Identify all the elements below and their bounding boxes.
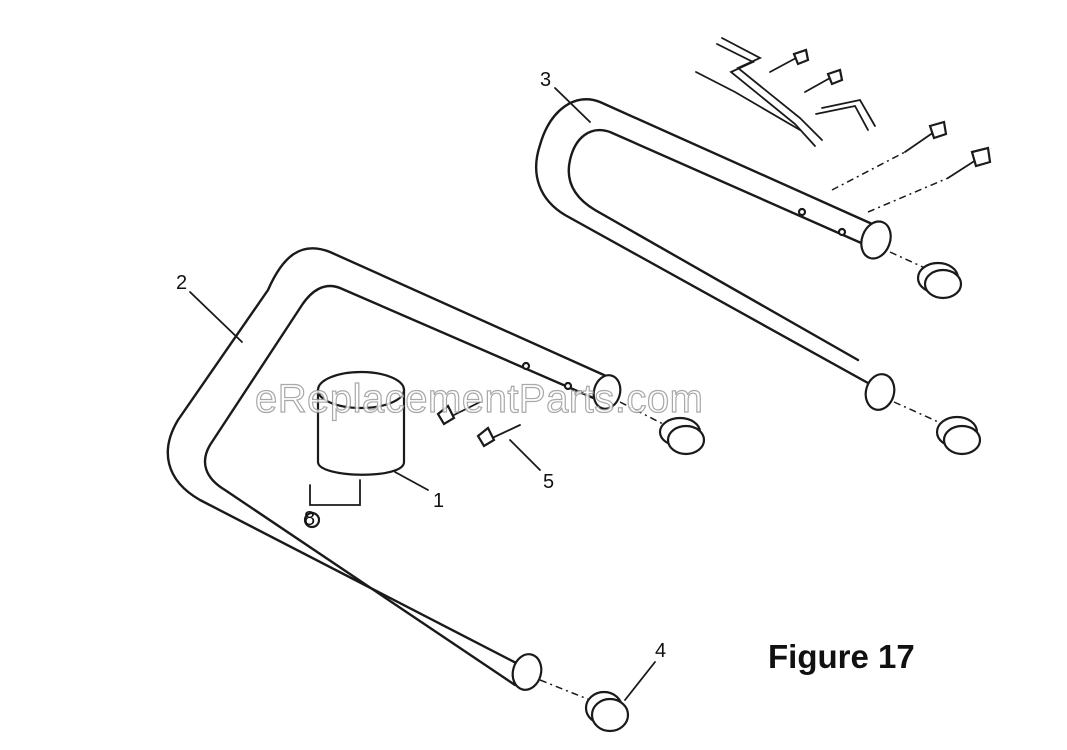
handle-part-3 (535, 98, 896, 411)
cup-holder-part-1 (303, 370, 406, 529)
figure-title: Figure 17 (768, 638, 915, 675)
callout-5: 5 (543, 471, 554, 493)
end-cap-handle-3-upper (889, 251, 963, 300)
callout-1: 1 (433, 490, 444, 512)
screw-group-part-5 (436, 401, 521, 448)
callout-4: 4 (655, 640, 666, 662)
callout-2: 2 (176, 272, 187, 294)
end-cap-handle-2-upper (619, 401, 706, 456)
watermark-text: eReplacementParts.com (255, 377, 703, 421)
end-cap-handle-3-lower (893, 401, 982, 456)
end-cap-part-4 (539, 679, 630, 733)
leader-lines (189, 87, 656, 701)
handle-part-2 (166, 247, 622, 691)
screw-group-bracket (769, 48, 992, 213)
callout-8: 8 (304, 508, 315, 530)
bracket (695, 37, 876, 147)
callout-3: 3 (540, 69, 551, 91)
